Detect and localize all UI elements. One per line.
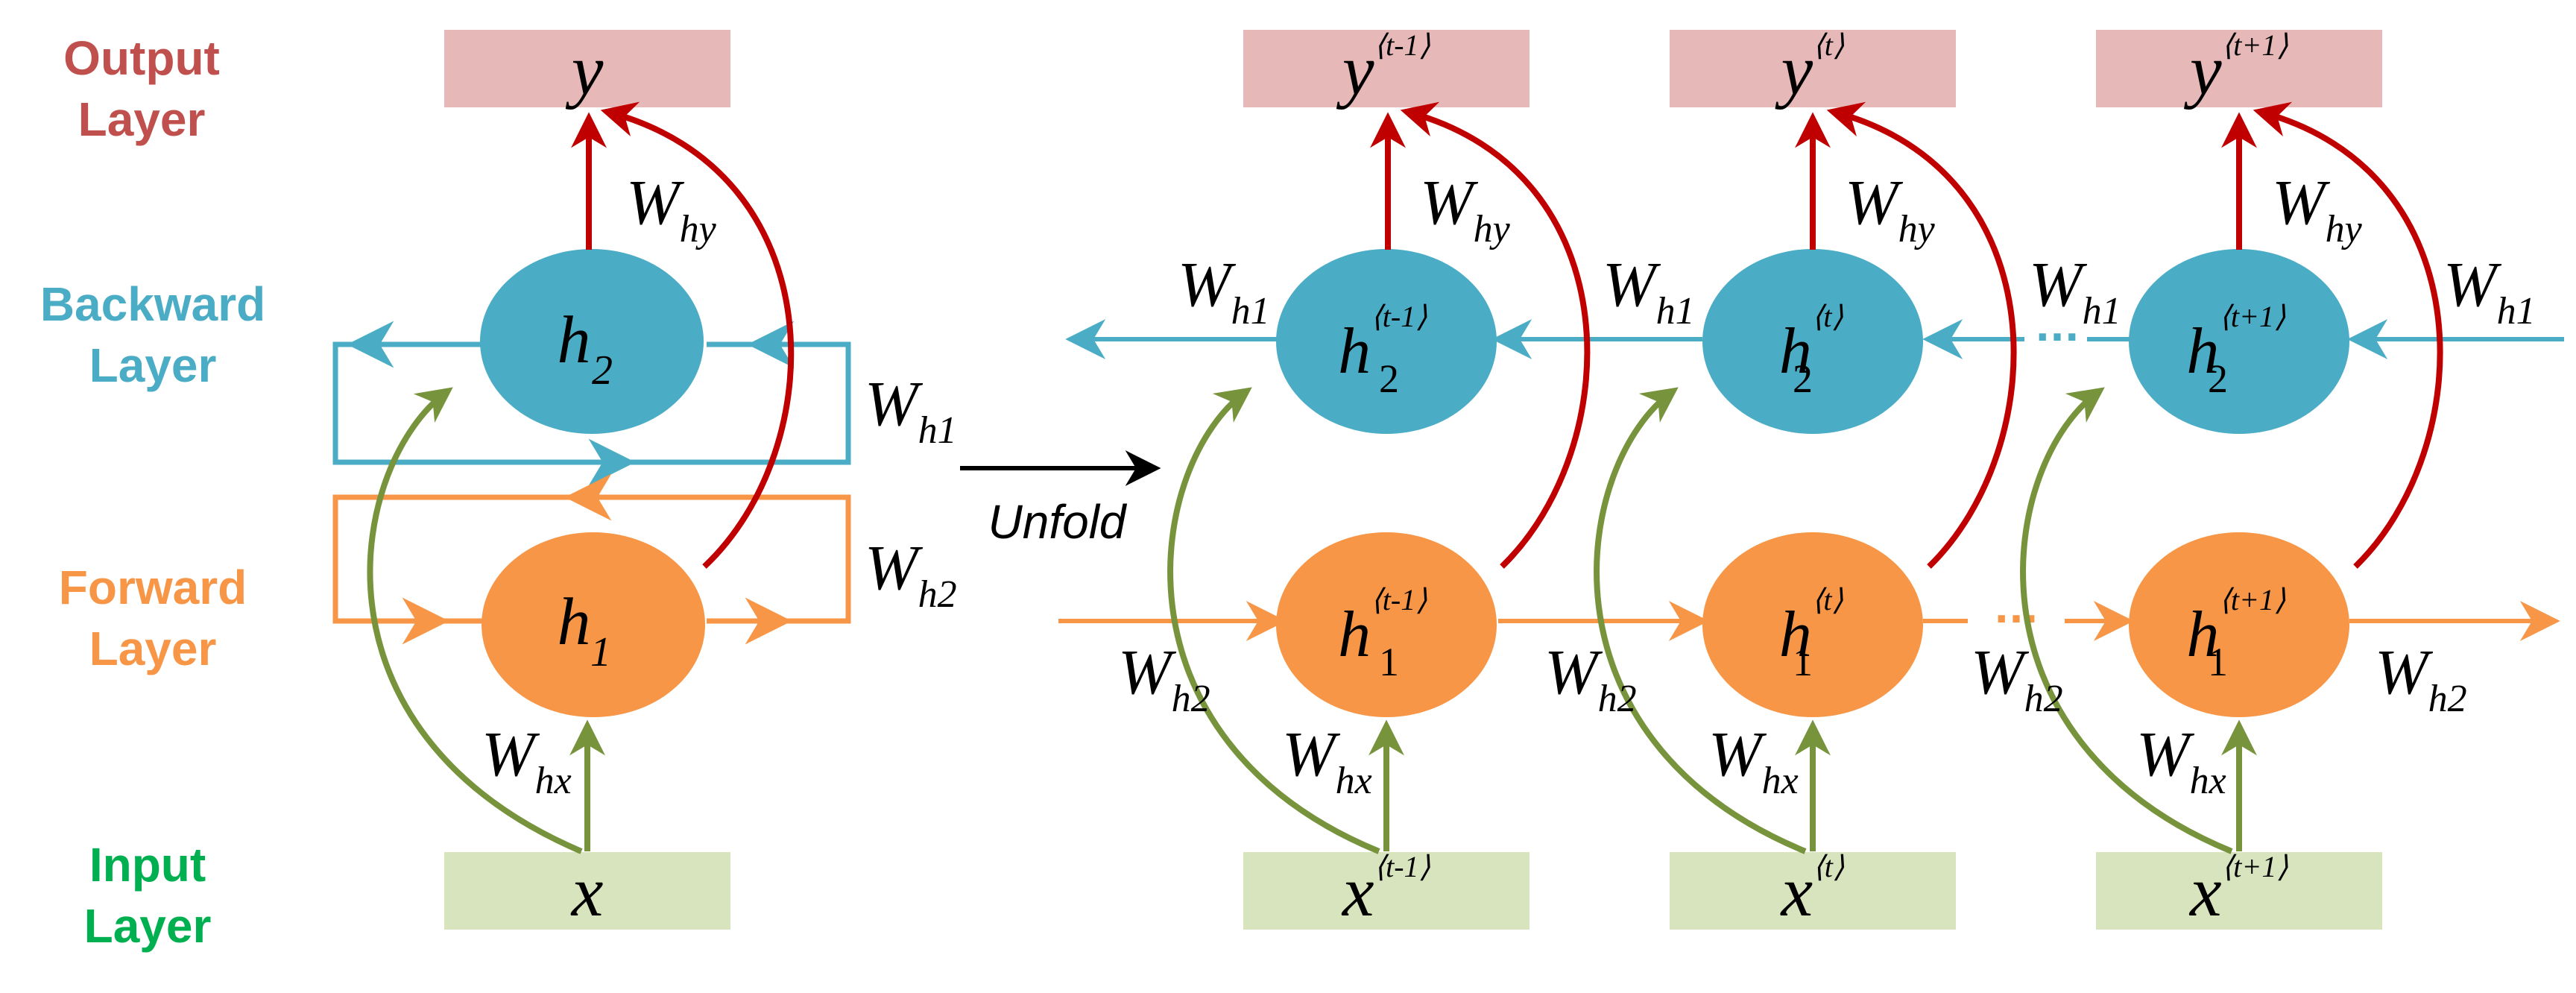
- folded-output-box: [444, 30, 730, 107]
- step3-h2-subscript: 2: [2208, 356, 2228, 401]
- folded-h2-subscript: 2: [592, 347, 613, 394]
- folded-network: y x h 2 h 1 Why Wh1 Wh2 Whx: [332, 30, 957, 931]
- step2-output-box: [1670, 30, 1956, 107]
- step3-h1-to-y-arrow: [2253, 101, 2443, 569]
- step1-output-box: [1243, 30, 1530, 107]
- step2-w-h1-label: Wh1: [1603, 248, 1695, 332]
- step1-h1-subscript: 1: [1379, 640, 1399, 684]
- output-layer-label-line2: Layer: [78, 92, 206, 146]
- step1-y-label: y⟨t-1⟩: [1336, 28, 1431, 110]
- folded-w-h2-label: Wh2: [865, 532, 957, 616]
- step1-w-hx-label: Whx: [1282, 718, 1372, 802]
- step2-h1-node: [1702, 532, 1923, 717]
- folded-h1-subscript: 1: [590, 629, 611, 675]
- step2-y-label: y⟨t⟩: [1775, 28, 1845, 110]
- step3-h2-label: h⟨t+1⟩: [2186, 300, 2286, 388]
- step3-x-label: x⟨t+1⟩: [2188, 850, 2288, 931]
- step3-h1-subscript: 1: [2208, 640, 2228, 684]
- step1-h1-node: [1276, 532, 1497, 717]
- step1-h1-to-y-arrow: [1400, 101, 1591, 569]
- step3-w-hx-label: Whx: [2136, 718, 2226, 802]
- step1-h1-label: h⟨t-1⟩: [1338, 583, 1427, 671]
- step1-w-hy-label: Why: [1420, 166, 1511, 250]
- right-w-h2-label: Wh2: [2375, 636, 2467, 720]
- step1-x-to-h2-arrow: [1167, 387, 1380, 854]
- step2-input-box: [1670, 852, 1956, 930]
- step3-h1-node: [2129, 532, 2349, 717]
- step3-input-box: [2096, 852, 2382, 930]
- step2-w-h2-label: Wh2: [1544, 636, 1637, 720]
- step3-output-box: [2096, 30, 2382, 107]
- step1-x-label: x⟨t-1⟩: [1341, 850, 1431, 931]
- step2-x-label: x⟨t⟩: [1780, 850, 1845, 931]
- input-layer-label-line2: Layer: [84, 899, 212, 953]
- backward-layer-label-line1: Backward: [40, 277, 265, 331]
- folded-y-label: y: [565, 30, 604, 110]
- step2-h2-subscript: 2: [1793, 356, 1813, 401]
- step3-w-h1-label: Wh1: [2029, 248, 2121, 332]
- folded-w-h1-label: Wh1: [865, 368, 957, 452]
- step1-h2-label: h⟨t-1⟩: [1338, 300, 1427, 388]
- step3-x-to-h2-arrow: [2020, 387, 2233, 854]
- step3-w-h2-label: Wh2: [1971, 636, 2063, 720]
- step2-x-to-h2-arrow: [1594, 387, 1807, 854]
- step3-h2-node: [2129, 249, 2349, 434]
- step2-h1-to-y-arrow: [1826, 101, 2017, 569]
- folded-h1-to-y-arrow: [600, 101, 795, 569]
- output-layer-label-line1: Output: [63, 31, 220, 85]
- right-w-h1-label: Wh1: [2443, 248, 2536, 332]
- step1-h2-subscript: 2: [1379, 356, 1399, 401]
- step3-y-label: y⟨t+1⟩: [2183, 28, 2288, 110]
- step1-w-h1-label: Wh1: [1178, 248, 1270, 332]
- step2-w-hx-label: Whx: [1708, 718, 1799, 802]
- row-labels: Output Layer Backward Layer Forward Laye…: [40, 31, 265, 953]
- input-layer-label-line1: Input: [89, 838, 206, 892]
- step2-h1-label: h⟨t⟩: [1779, 583, 1844, 671]
- folded-h2-label: h: [558, 303, 591, 377]
- unfolded-step-t-plus-1: y⟨t+1⟩ x⟨t+1⟩ h⟨t+1⟩ 2 h⟨t+1⟩ 1 Why Whx …: [1971, 28, 2443, 931]
- step1-h2-node: [1276, 249, 1497, 434]
- forward-layer-label-line1: Forward: [59, 561, 247, 614]
- folded-w-hy-label: Why: [626, 166, 717, 250]
- step2-w-hy-label: Why: [1845, 166, 1936, 250]
- forward-layer-label-line2: Layer: [89, 622, 217, 675]
- folded-h1-node: [482, 532, 705, 717]
- folded-h2-node: [480, 249, 704, 434]
- folded-input-box: [444, 852, 730, 930]
- backward-layer-label-line2: Layer: [89, 338, 217, 392]
- unfolded-network: ··· ··· y⟨t-1⟩ x⟨t-1⟩ h⟨t-1⟩ 2 h⟨t-1⟩ 1 …: [1058, 28, 2564, 931]
- folded-x-to-h2-arrow: [367, 387, 583, 854]
- unfolded-backward-ellipsis: ···: [2035, 315, 2079, 360]
- unfold-label: Unfold: [988, 495, 1128, 549]
- unfolded-step-t: y⟨t⟩ x⟨t⟩ h⟨t⟩ 2 h⟨t⟩ 1 Why Whx Wh1 Wh2: [1544, 28, 2017, 931]
- unfolded-step-t-minus-1: y⟨t-1⟩ x⟨t-1⟩ h⟨t-1⟩ 2 h⟨t-1⟩ 1 Why Whx …: [1118, 28, 1591, 931]
- folded-h1-label: h: [558, 585, 591, 659]
- step1-w-h2-label: Wh2: [1118, 636, 1210, 720]
- step2-h2-node: [1702, 249, 1923, 434]
- folded-w-hx-label: Whx: [482, 718, 572, 802]
- unfold-indicator: Unfold: [960, 450, 1161, 549]
- step2-h2-label: h⟨t⟩: [1779, 300, 1844, 388]
- step2-h1-subscript: 1: [1793, 640, 1813, 684]
- folded-x-label: x: [570, 851, 604, 931]
- step3-w-hy-label: Why: [2272, 166, 2363, 250]
- step3-h1-label: h⟨t+1⟩: [2186, 583, 2286, 671]
- step1-input-box: [1243, 852, 1530, 930]
